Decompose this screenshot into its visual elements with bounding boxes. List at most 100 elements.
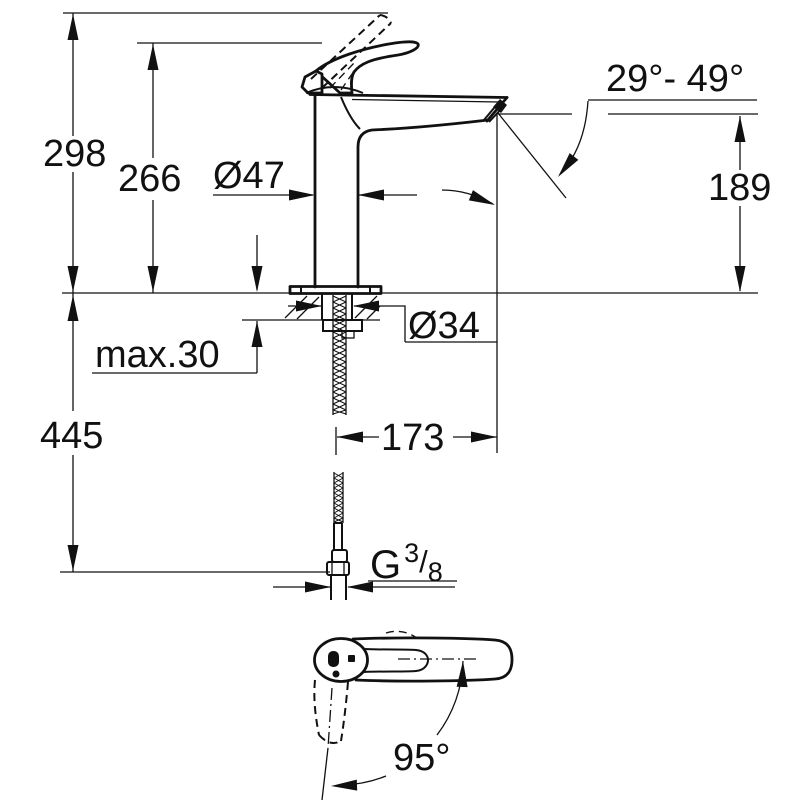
braid-line — [332, 295, 347, 303]
handle-top-view — [313, 630, 514, 744]
arrowhead — [347, 581, 373, 593]
lever-neck-inner — [363, 648, 430, 673]
braid-line — [333, 497, 344, 504]
braid-line — [333, 502, 344, 509]
hose-nut-facets — [331, 562, 345, 575]
base-plate — [288, 285, 383, 295]
spout-top-inner-line — [351, 98, 500, 103]
arrowhead — [734, 266, 746, 292]
thread-denominator: 8 — [428, 557, 443, 587]
thread-slash: / — [419, 544, 428, 579]
total-height-label: 298 — [43, 133, 106, 175]
arrowhead — [471, 431, 497, 443]
arrowhead — [468, 190, 495, 205]
handle-dot-square — [348, 655, 355, 662]
handle-swing-label: 95° — [393, 737, 450, 779]
base-plate-ticks — [300, 287, 371, 293]
hose-collar — [331, 549, 348, 563]
lever-swung-dashed — [313, 679, 349, 744]
braid-line — [333, 517, 344, 523]
body-diameter-label: Ø47 — [213, 155, 285, 197]
braid-line — [332, 349, 347, 357]
braid-line — [333, 492, 344, 499]
braid-line — [332, 361, 347, 369]
handle-lever — [314, 40, 420, 95]
braid-line — [332, 301, 347, 309]
thread-numerator: 3 — [404, 538, 419, 568]
spout-reach-label: 173 — [381, 417, 444, 459]
arrowhead — [558, 153, 579, 177]
aerator-cap — [493, 99, 507, 113]
handle-dot-small — [332, 670, 340, 678]
braid-line — [333, 487, 344, 494]
braid-line — [333, 507, 344, 514]
hole-diameter-label: Ø34 — [408, 305, 480, 347]
lever-sweep-arc-dashed — [385, 630, 418, 639]
handle-dot-large — [328, 651, 339, 667]
dimension-arrowheads — [67, 14, 746, 791]
handle-dome — [305, 86, 364, 94]
handle-head — [313, 637, 369, 683]
arrowhead — [305, 581, 331, 593]
braid-line — [332, 343, 347, 351]
faucet-side-view — [284, 14, 509, 600]
spout-underside — [356, 118, 490, 289]
braid-line — [333, 472, 344, 479]
mounting-shank — [321, 294, 353, 320]
braid-line — [332, 331, 347, 339]
counter-hatching — [284, 295, 381, 320]
arrowhead — [289, 189, 315, 201]
braid-line — [333, 512, 344, 519]
arrowhead — [296, 300, 322, 312]
body-spout-fillet — [340, 96, 361, 130]
spout-angle-label: 29°- 49° — [606, 58, 744, 100]
braid-line — [333, 482, 344, 489]
arrowhead — [353, 300, 379, 312]
thread-g: G — [370, 543, 401, 587]
braid-line — [332, 307, 347, 315]
arrowhead — [251, 321, 263, 347]
handle-extension-line — [321, 747, 329, 800]
braid-line — [332, 391, 347, 399]
dimension-labels: 298 266 Ø47 Ø34 max.30 445 173 189 29°- … — [40, 58, 771, 779]
spout-top-edge — [308, 93, 509, 99]
braid-line — [333, 477, 344, 484]
braid-line — [332, 355, 347, 363]
braid-line — [332, 337, 347, 345]
arrowhead — [67, 266, 79, 292]
arrowhead — [358, 189, 384, 201]
arrowhead — [337, 431, 363, 443]
arrowhead — [331, 779, 358, 791]
dashed-lever-centerline — [327, 687, 333, 749]
connection-tube — [330, 575, 347, 600]
braid-line — [332, 385, 347, 393]
arrowhead — [456, 661, 468, 688]
arrowhead — [67, 545, 79, 571]
spout-angle-diagonal — [497, 112, 567, 199]
arrowhead — [147, 44, 159, 70]
arrowhead — [67, 295, 79, 321]
hose-braid-texture — [333, 472, 344, 523]
threaded-rod-texture — [332, 295, 347, 415]
arrowhead — [251, 266, 263, 292]
hose-nut — [326, 561, 350, 576]
raised-lever-outer — [310, 14, 381, 80]
handle-height-label: 266 — [118, 158, 181, 200]
hose-end-fitting — [333, 522, 343, 550]
braid-line — [332, 409, 347, 415]
threaded-rod-edges — [332, 295, 347, 415]
raised-lever-tip — [379, 14, 392, 24]
raised-lever-inner — [321, 22, 392, 89]
braid-line — [332, 397, 347, 405]
arrowhead — [67, 14, 79, 40]
deck-thickness-label: max.30 — [95, 334, 220, 376]
arrowhead — [734, 116, 746, 142]
handle-raised-dashed — [310, 14, 392, 91]
outlet-height-label: 189 — [708, 167, 771, 209]
braid-line — [332, 373, 347, 381]
braid-line — [332, 403, 347, 411]
mounting-nut-tab — [341, 330, 355, 339]
raised-lever-hidden-edges — [329, 61, 356, 91]
